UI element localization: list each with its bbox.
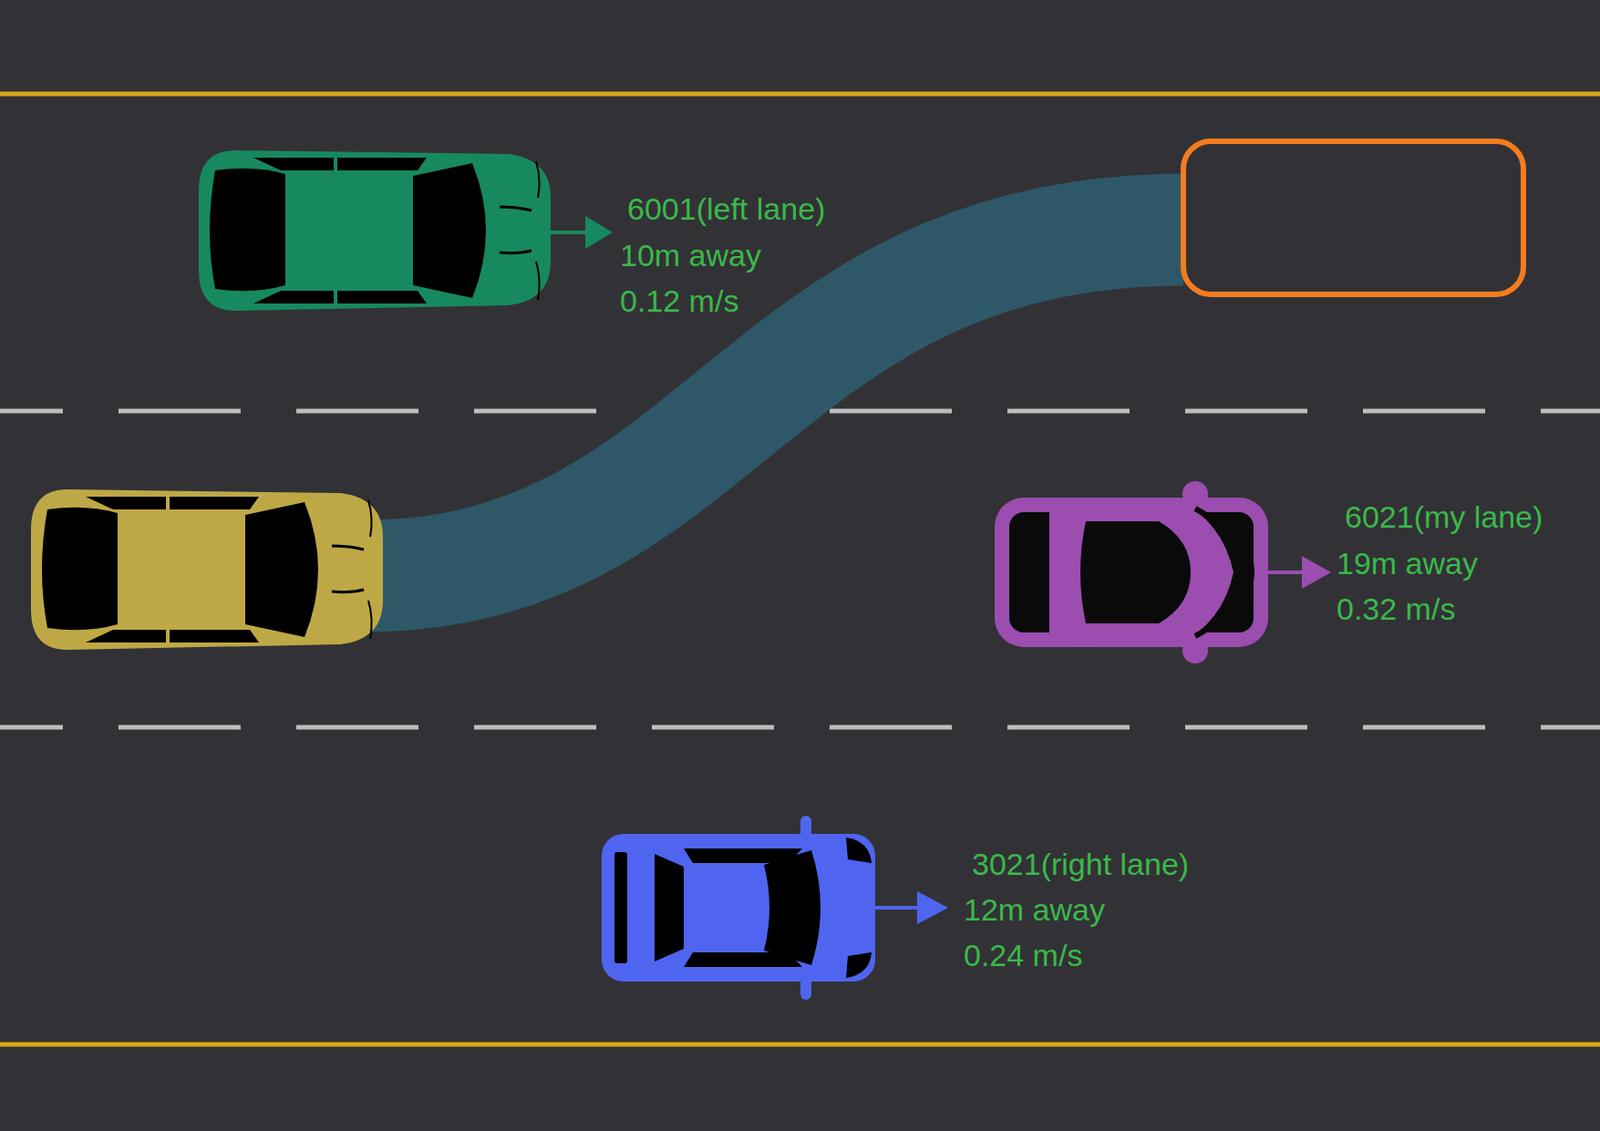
left-lane-car [198,150,551,311]
distance-label: 10m away [619,237,762,274]
my-lane-car [994,481,1269,664]
leader-arrow [1267,556,1332,589]
car-id-label: 6001(left lane) [627,190,826,228]
leader-arrow [875,891,949,925]
distance-label: 19m away [1336,545,1478,582]
car-id-label: 6021(my lane) [1344,498,1543,536]
road-edge-line [0,1042,1600,1048]
target-box [1183,141,1524,295]
lane-divider [0,725,1600,731]
car-id-label: 3021(right lane) [971,846,1189,883]
right-lane-car [601,815,876,1001]
ego-car [30,489,383,651]
road-edge-line [0,92,1600,97]
distance-label: 12m away [963,891,1105,929]
speed-label: 0.24 m/s [963,937,1083,974]
speed-label: 0.12 m/s [619,282,739,320]
leader-arrow [550,216,613,249]
speed-label: 0.32 m/s [1336,590,1456,628]
